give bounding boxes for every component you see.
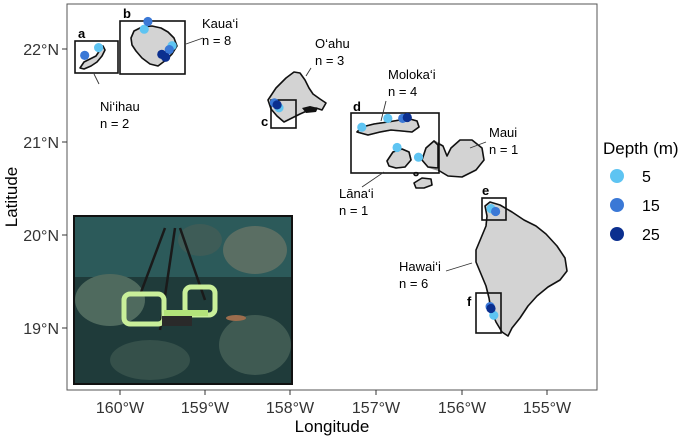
sample-point-depth-25 [486,303,496,314]
inset-box-f [475,292,502,334]
sample-point-depth-25 [402,112,412,123]
inset-box-b [119,20,186,75]
island-molokai-overlay [356,118,420,136]
legend-label-25: 25 [642,227,660,244]
photo-float-left [121,291,167,327]
photo-float-bar [164,310,208,316]
sample-point-depth-25 [272,100,282,110]
inset-box-c [270,99,297,129]
legend-swatch-5 [610,169,624,183]
label-molokai-n: n = 4 [388,84,417,99]
panel-letter-a: a [78,26,86,41]
y-tick-marks [62,48,67,329]
x-tick-label: 156°W [438,400,487,417]
panel-letter-c: c [261,114,268,129]
x-tick-label: 157°W [352,400,401,417]
label-molokai: Moloka‘i [388,67,436,82]
label-maui: Maui [489,125,517,140]
x-axis-title: Longitude [295,417,370,436]
label-oahu: O‘ahu [315,36,350,51]
island-maui-west-overlay [421,140,439,169]
island-kahoolawe [413,177,433,189]
y-tick-label: 20°N [23,228,59,245]
x-tick-label: 158°W [266,400,315,417]
photo-coral-2 [223,226,287,274]
photo-coral-3 [219,315,291,375]
x-tick-label: 159°W [181,400,230,417]
x-tick-marks [119,390,548,395]
label-oahu-n: n = 3 [315,53,344,68]
sample-point-depth-5 [94,43,104,53]
photo-coral-5 [178,224,222,256]
island-niihau [79,45,106,70]
islands-in-d [356,118,439,169]
inset-box-e [481,197,507,221]
legend-title: Depth (m) [603,139,679,158]
label-maui-n: n = 1 [489,142,518,157]
sample-point-depth-15 [143,16,153,27]
inset-box-d [350,112,440,174]
inset-box-a [74,40,119,74]
sample-point-depth-5 [413,152,424,162]
sample-point-depth-5 [383,113,393,123]
sample-point-depth-5 [392,142,402,153]
label-niihau: Ni‘ihau [100,99,140,114]
panel-letter-d: d [353,99,361,114]
sample-point-depth-15 [164,45,174,55]
panel-letter-b: b [123,6,131,21]
survey-photo [73,215,293,385]
label-hawaii: Hawai‘i [399,259,441,274]
panel-letter-e: e [482,183,489,198]
sample-point-depth-25 [161,52,171,62]
label-hawaii-n: n = 6 [399,276,428,291]
leader-lines [93,37,487,272]
x-tick-label: 160°W [96,400,145,417]
sample-point-depth-15 [491,206,501,217]
photo-coral-4 [110,340,190,380]
photo-coral-1 [75,274,145,326]
panel-letters: a b c d e f [78,6,489,309]
label-kauai: Kaua‘i [202,16,238,31]
y-tick-label: 21°N [23,135,59,152]
sample-points [80,16,501,320]
legend-label-5: 5 [642,169,651,186]
sample-point-depth-5 [357,122,367,132]
label-lanai-n: n = 1 [339,203,368,218]
legend-label-15: 15 [642,198,660,215]
legend-swatch-25 [610,227,624,241]
panel-letter-f: f [467,294,472,309]
y-tick-labels: 22°N 21°N 20°N 19°N [23,42,59,338]
x-tick-label: 155°W [523,400,572,417]
sample-point-depth-5 [139,24,149,34]
label-lanai: Lāna‘i [339,186,374,201]
y-tick-label: 19°N [23,321,59,338]
photo-fish [226,315,246,321]
photo-camera-body [162,316,192,326]
legend: Depth (m) 5 15 25 [603,139,679,244]
inset-boxes [74,20,507,334]
y-axis-title: Latitude [2,167,21,228]
label-niihau-n: n = 2 [100,116,129,131]
oahu-harbor-mark [302,106,318,113]
x-tick-labels: 160°W 159°W 158°W 157°W 156°W 155°W [96,400,572,417]
label-kauai-n: n = 8 [202,33,231,48]
legend-swatch-15 [610,198,624,212]
sample-point-depth-15 [80,50,90,61]
island-labels: Ni‘ihau n = 2 Kaua‘i n = 8 O‘ahu n = 3 M… [100,16,518,291]
y-tick-label: 22°N [23,42,59,59]
island-hawaii [475,201,568,337]
